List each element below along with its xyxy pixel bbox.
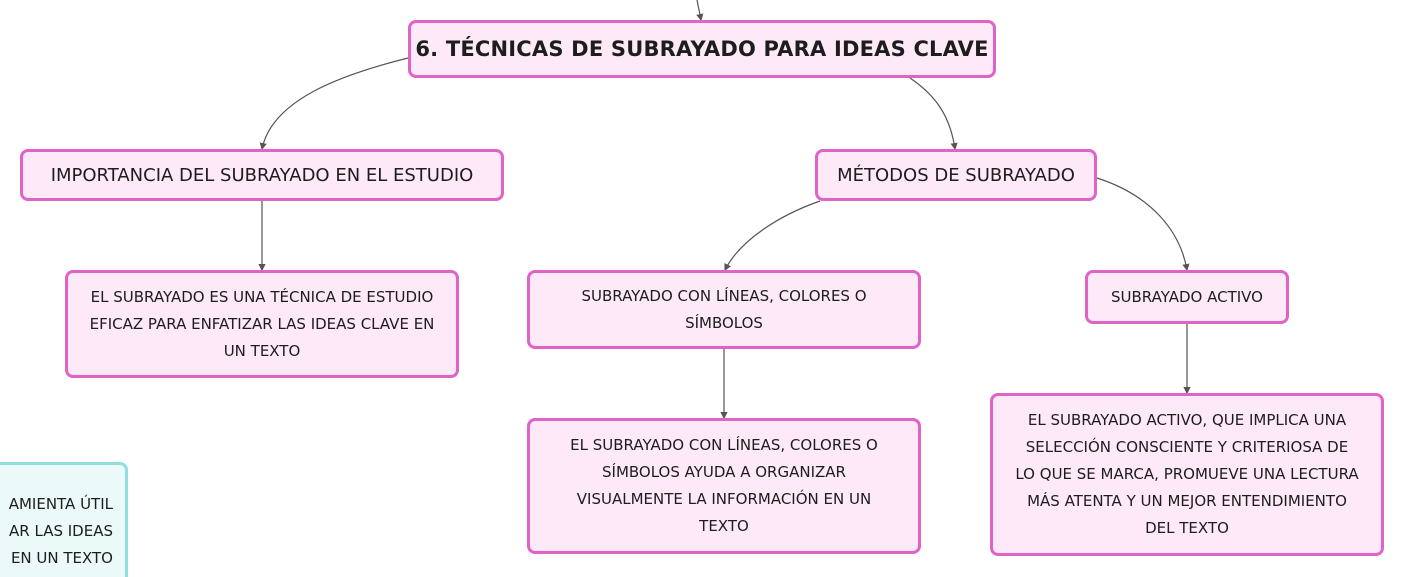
activo-detail-line: DEL TEXTO [1145,519,1229,537]
metodos-node-label: MÉTODOS DE SUBRAYADO [837,164,1075,186]
activo-detail-line: LO QUE SE MARCA, PROMUEVE UNA LECTURA [1015,465,1359,483]
partial-node-line: EN UN TEXTO [10,549,113,567]
lineas-colores-line: SÍMBOLOS [685,313,763,332]
partial-node-line: AMIENTA ÚTIL [8,495,113,513]
activo-detail-node[interactable]: EL SUBRAYADO ACTIVO, QUE IMPLICA UNA SEL… [990,393,1384,556]
connector-metodos-activo [1096,177,1190,272]
lineas-colores-detail-node[interactable]: EL SUBRAYADO CON LÍNEAS, COLORES O SÍMBO… [527,418,921,554]
importancia-node-label: IMPORTANCIA DEL SUBRAYADO EN EL ESTUDIO [50,164,474,186]
importancia-detail-line: EFICAZ PARA ENFATIZAR LAS IDEAS CLAVE EN [89,314,435,333]
connector-parent-root [696,0,704,22]
activo-node[interactable]: SUBRAYADO ACTIVO [1085,270,1289,324]
lineas-colores-detail-line: TEXTO [699,517,749,535]
root-node-label: 6. TÉCNICAS DE SUBRAYADO PARA IDEAS CLAV… [415,37,989,61]
importancia-detail-line: UN TEXTO [223,341,301,360]
lineas-colores-line: SUBRAYADO CON LÍNEAS, COLORES O [581,286,867,305]
importancia-detail-node[interactable]: EL SUBRAYADO ES UNA TÉCNICA DE ESTUDIO E… [65,270,459,378]
importancia-node[interactable]: IMPORTANCIA DEL SUBRAYADO EN EL ESTUDIO [20,149,504,201]
importancia-detail-line: EL SUBRAYADO ES UNA TÉCNICA DE ESTUDIO [90,287,434,306]
connector-root-importancia [259,57,409,151]
activo-node-label: SUBRAYADO ACTIVO [1111,287,1263,306]
metodos-node[interactable]: MÉTODOS DE SUBRAYADO [815,149,1097,201]
connector-root-metodos [909,77,958,151]
activo-detail-line: MÁS ATENTA Y UN MEJOR ENTENDIMIENTO [1027,492,1347,510]
connector-metodos-lineas [724,200,821,272]
lineas-colores-detail-line: VISUALMENTE LA INFORMACIÓN EN UN [576,490,872,508]
activo-detail-line: EL SUBRAYADO ACTIVO, QUE IMPLICA UNA [1027,411,1347,429]
root-node[interactable]: 6. TÉCNICAS DE SUBRAYADO PARA IDEAS CLAV… [408,20,996,78]
lineas-colores-node[interactable]: SUBRAYADO CON LÍNEAS, COLORES O SÍMBOLOS [527,270,921,349]
activo-detail-line: SELECCIÓN CONSCIENTE Y CRITERIOSA DE [1025,438,1349,456]
partial-node-line: AR LAS IDEAS [9,522,113,540]
lineas-colores-detail-line: SÍMBOLOS AYUDA A ORGANIZAR [602,463,846,481]
lineas-colores-detail-line: EL SUBRAYADO CON LÍNEAS, COLORES O [570,436,878,454]
partial-node-left[interactable]: AMIENTA ÚTIL AR LAS IDEAS EN UN TEXTO [0,462,128,577]
